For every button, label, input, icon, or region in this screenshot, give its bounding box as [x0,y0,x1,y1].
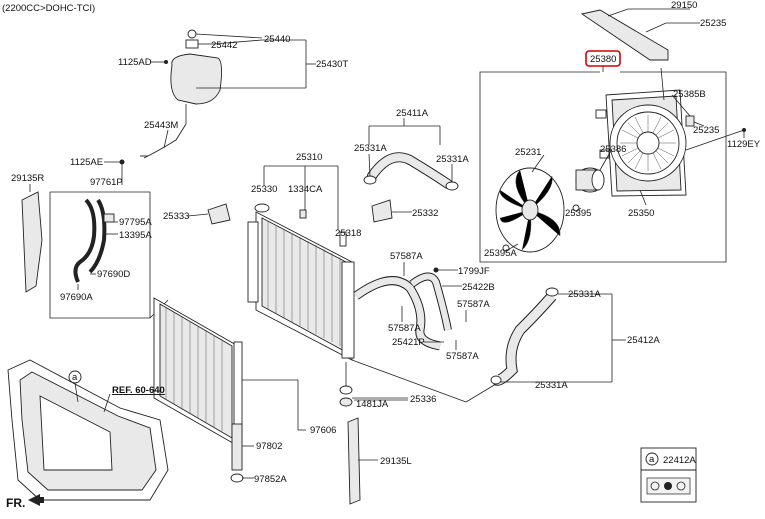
fan-assembly-group: 25380 [479,50,761,263]
warning-hot-icon [676,481,686,491]
part-label-1799jf[interactable]: 1799JF [458,266,490,277]
part-label-97761p[interactable]: 97761P [90,177,123,188]
fan-shroud-25350 [595,89,687,197]
lower-hoses: 1799JF 57587A 25422B 57587A 57587A 25421… [353,251,495,362]
part-label-25442[interactable]: 25442 [211,40,237,51]
part-label-25318[interactable]: 25318 [335,228,361,239]
part-label-25422b[interactable]: 25422B [462,282,495,293]
legend-letter: a [649,454,655,465]
part-label-25440[interactable]: 25440 [264,34,290,45]
part-label-97795a[interactable]: 97795A [119,217,152,228]
bracket-29150: 29150 25235 [580,0,726,61]
air-guard-29135r: 29135R [11,173,44,293]
warning-hand-icon [650,481,660,491]
part-label-25331a-3[interactable]: 25331A [568,289,601,300]
part-label-25331a-1[interactable]: 25331A [354,143,387,154]
condenser-97606: 97606 97802 97852A [153,297,336,485]
part-label-25385b[interactable]: 25385B [673,89,706,100]
air-guard-29135l: 29135L [347,417,412,505]
fan-blade-25231 [495,167,565,253]
legend-part-no-22412a[interactable]: 22412A [663,455,696,466]
part-label-25235-b[interactable]: 25235 [693,125,719,136]
part-label-29150[interactable]: 29150 [671,0,697,11]
part-label-97802[interactable]: 97802 [256,441,282,452]
part-label-25430t[interactable]: 25430T [316,59,348,70]
part-label-97690a[interactable]: 97690A [60,292,93,303]
front-carrier: a REF. 60-640 FR. [6,359,169,510]
part-label-25231[interactable]: 25231 [515,147,541,158]
part-label-25411a[interactable]: 25411A [396,108,429,119]
part-label-25331a-2[interactable]: 25331A [436,154,469,165]
nut-25395 [572,204,580,212]
front-direction-label: FR. [6,496,25,510]
part-label-25310[interactable]: 25310 [296,152,322,163]
part-label-97852a[interactable]: 97852A [254,474,287,485]
part-label-57587a-4[interactable]: 57587A [446,351,479,362]
part-label-25412a[interactable]: 25412A [627,335,660,346]
part-label-25330[interactable]: 25330 [251,184,277,195]
warning-fan-icon [664,482,672,490]
part-label-97606[interactable]: 97606 [310,425,336,436]
ac-lines-group: 1125AE 97761P 97795A 13395A 97690D 97690… [49,157,169,319]
part-label-1125ae[interactable]: 1125AE [70,157,103,168]
part-label-29135l[interactable]: 29135L [380,456,412,467]
ref-link-60-640[interactable]: REF. 60-640 [112,385,165,396]
part-label-25380[interactable]: 25380 [590,54,616,65]
part-label-25421p[interactable]: 25421P [392,337,425,348]
part-label-25235-a[interactable]: 25235 [700,18,726,29]
engine-variant-label: (2200CC>DOHC-TCI) [2,3,95,14]
reservoir-25430t: 25442 25440 1125AD 25430T 25443M [118,29,348,159]
part-label-1334ca[interactable]: 1334CA [288,184,323,195]
part-label-25332[interactable]: 25332 [412,208,438,219]
part-label-1129ey[interactable]: 1129EY [727,139,761,150]
part-label-57587a-1[interactable]: 57587A [390,251,423,262]
part-label-57587a-3[interactable]: 57587A [457,299,490,310]
part-label-25336[interactable]: 25336 [410,394,436,405]
part-label-13395a[interactable]: 13395A [119,230,152,241]
radiator-25310: 25310 25330 1334CA 25318 25333 25332 148… [163,152,438,410]
fan-motor-25386 [575,167,605,193]
part-label-1125ad[interactable]: 1125AD [118,57,152,68]
part-label-25395[interactable]: 25395 [565,208,591,219]
legend-box: a 22412A [640,447,697,503]
lower-hose-25412a: 25331A 25412A 25331A [351,287,660,403]
part-label-25350[interactable]: 25350 [628,208,654,219]
radiator-cap-25330 [254,203,270,213]
front-arrow-icon [28,494,44,506]
part-label-25331a-4[interactable]: 25331A [535,380,568,391]
part-label-25386[interactable]: 25386 [600,144,626,155]
part-label-29135r[interactable]: 29135R [11,173,44,184]
callout-letter-a: a [72,372,78,383]
part-label-57587a-2[interactable]: 57587A [388,323,421,334]
part-label-25333[interactable]: 25333 [163,211,189,222]
part-label-1481ja[interactable]: 1481JA [356,399,389,410]
part-label-25395a[interactable]: 25395A [484,248,517,259]
fan-assembly-box [479,71,727,263]
upper-hose-25411a: 25411A 25331A 25331A [354,108,469,191]
drier-97802 [231,423,243,471]
part-label-97690d[interactable]: 97690D [97,269,130,280]
part-label-25443m[interactable]: 25443M [144,120,178,131]
